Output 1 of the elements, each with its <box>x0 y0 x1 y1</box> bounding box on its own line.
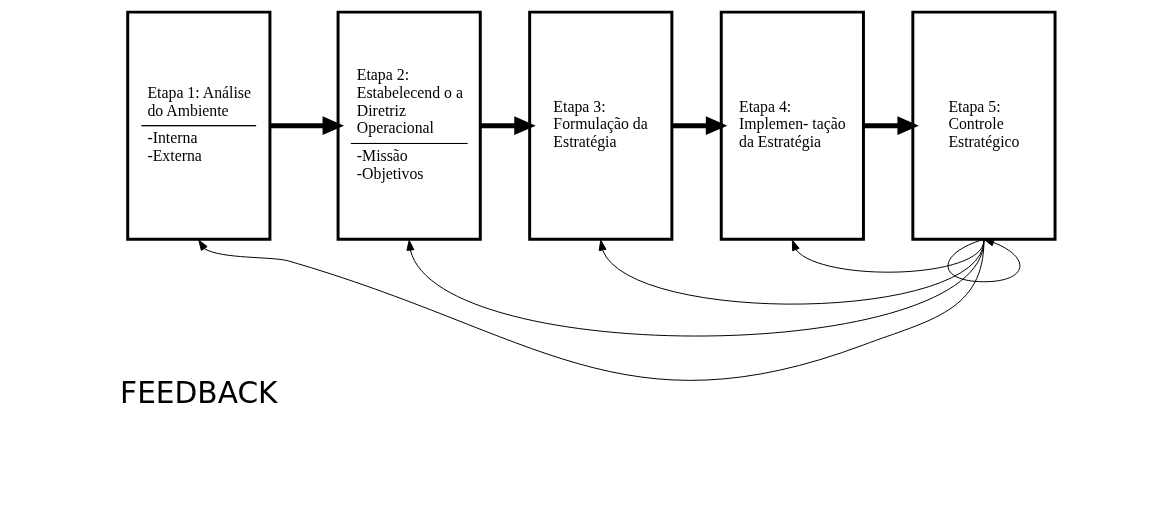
label: FEEDBACK <box>119 375 278 410</box>
